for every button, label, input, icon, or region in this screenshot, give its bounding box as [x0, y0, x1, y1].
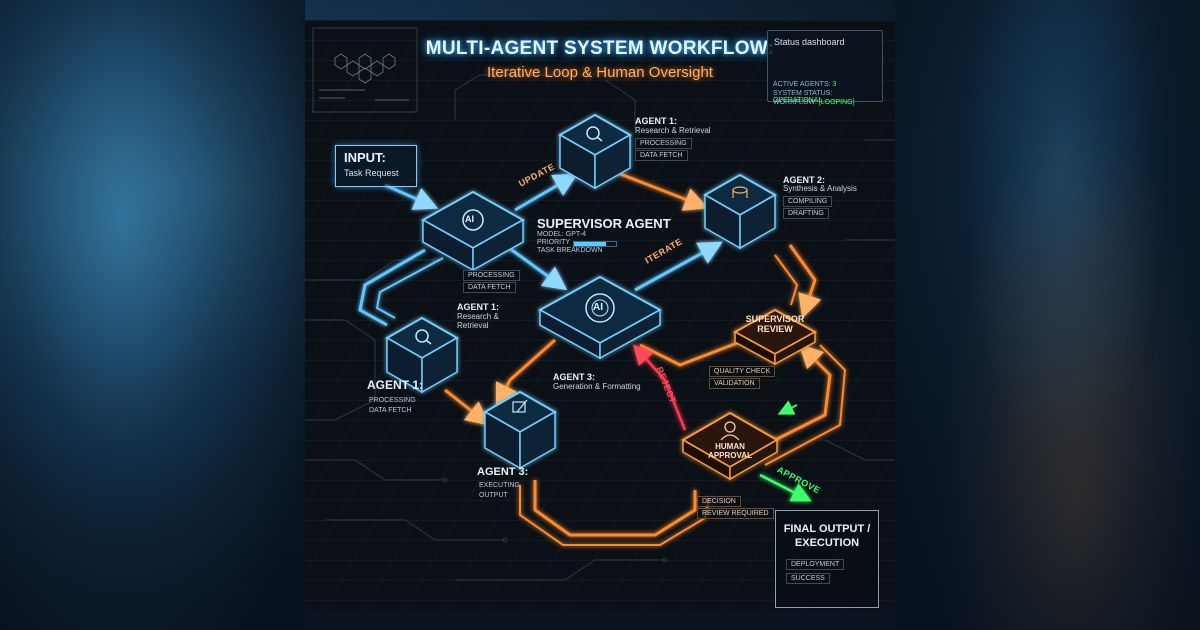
agent1-left-subtitle-2: Retrieval	[457, 321, 489, 330]
agent1-top-subtitle: Research & Retrieval	[635, 126, 711, 135]
supervisor-chip-ai-label: AI	[465, 214, 474, 224]
approval-tag-decision: DECISION	[697, 496, 741, 507]
orange-flows	[444, 168, 847, 546]
agent2-title: AGENT 2:	[783, 175, 826, 185]
hexagon-illustration	[312, 27, 418, 113]
input-box[interactable]: INPUT: Task Request	[335, 145, 417, 187]
human-approval-node[interactable]	[680, 411, 780, 481]
chip-to-agent3-line	[495, 338, 556, 409]
supervisor-tag-processing: PROCESSING	[463, 270, 520, 281]
background-blur-right	[895, 0, 1200, 630]
agent1-left-node[interactable]	[384, 316, 460, 394]
supervisor-tag-data-fetch: DATA FETCH	[463, 282, 516, 293]
agent3-big-title: AGENT 3:	[477, 466, 529, 478]
supervisor-to-chip-line	[504, 243, 568, 291]
review-label-1: SUPERVISOR	[745, 314, 805, 324]
left-loop-line	[358, 248, 426, 327]
final-title-1: FINAL OUTPUT /	[783, 523, 871, 535]
agent1-left-tag-data-fetch: DATA FETCH	[369, 407, 412, 414]
review-tag-quality-check: QUALITY CHECK	[709, 366, 776, 377]
status-dashboard: Status dashboard ACTIVE AGENTS: 3 SYSTEM…	[767, 30, 883, 106]
input-subtitle: Task Request	[344, 168, 399, 178]
final-title-2: EXECUTION	[794, 537, 860, 549]
final-output-box[interactable]: FINAL OUTPUT / EXECUTION DEPLOYMENT SUCC…	[775, 510, 879, 608]
agent2-to-review-line	[788, 244, 822, 319]
approve-arrow	[759, 473, 812, 502]
chip-to-agent2-line	[634, 241, 723, 292]
diagram-canvas	[305, 20, 895, 610]
agent3-subtitle: Generation & Formatting	[553, 382, 641, 391]
agent2-subtitle: Synthesis & Analysis	[783, 184, 857, 193]
approval-label-1: HUMAN	[715, 442, 745, 451]
approval-tag-review-required: REVIEW REQUIRED	[697, 508, 774, 519]
supervisor-agent-node[interactable]	[420, 190, 526, 272]
supervisor-review-node[interactable]	[732, 308, 818, 366]
system-status-label: SYSTEM STATUS:	[773, 90, 833, 97]
agent1-to-agent2-line	[609, 168, 709, 211]
approval-to-review-line	[754, 343, 832, 452]
agent2-tag-compiling: COMPILING	[783, 196, 833, 207]
agent1-top-node[interactable]	[557, 113, 633, 190]
system-status-value: OPERATIONAL	[773, 97, 823, 104]
workflow-diagram-panel: MULTI-AGENT SYSTEM WORKFLOW: Iterative L…	[305, 20, 895, 610]
supervisor-model: MODEL: GPT-4	[537, 231, 587, 238]
supervisor-title: SUPERVISOR AGENT	[537, 216, 671, 231]
supervisor-task: TASK BREAKDOWN	[537, 247, 603, 254]
active-agents-label: ACTIVE AGENTS:	[773, 81, 831, 88]
priority-bar-fill	[574, 242, 606, 246]
review-tag-validation: VALIDATION	[709, 378, 760, 389]
reject-arrow	[632, 344, 687, 431]
agent1-top-tag-processing: PROCESSING	[635, 138, 692, 149]
active-agents-value: 3	[832, 81, 837, 88]
background-blur-left	[0, 0, 305, 630]
agent1-left-title: AGENT 1:	[457, 302, 500, 312]
workflow-label: WORKFLOW:	[773, 99, 817, 106]
supervisor-to-agent1-line	[514, 173, 578, 212]
page-title: MULTI-AGENT SYSTEM WORKFLOW:	[425, 38, 775, 59]
system-status-row: SYSTEM STATUS: OPERATIONAL	[773, 90, 882, 104]
priority-bar	[573, 241, 617, 247]
center-ai-chip-node[interactable]	[537, 275, 663, 360]
agent2-node[interactable]	[702, 173, 778, 250]
agent1-top-tag-data-fetch: DATA FETCH	[635, 150, 688, 161]
circuit-traces	[305, 74, 895, 581]
agent3-title: AGENT 3:	[553, 372, 596, 382]
active-agents-row: ACTIVE AGENTS: 3	[773, 81, 836, 88]
agent2-tag-drafting: DRAFTING	[783, 208, 829, 219]
approval-label-2: APPROVAL	[708, 451, 752, 460]
blue-flows	[358, 173, 723, 327]
agent3-tag-output: OUTPUT	[479, 492, 508, 499]
workflow-row: WORKFLOW: [LOOPING]	[773, 99, 855, 106]
approve-small-arrow	[777, 400, 798, 415]
final-tag-deployment: DEPLOYMENT	[786, 559, 845, 570]
final-tag-success: SUCCESS	[786, 573, 830, 584]
page-subtitle: Iterative Loop & Human Oversight	[487, 64, 713, 81]
status-dashboard-title: Status dashboard	[774, 37, 845, 47]
review-label-2: REVIEW	[757, 324, 793, 334]
agent1-left-big-title: AGENT 1:	[367, 378, 424, 392]
input-to-supervisor-line	[384, 183, 439, 210]
agent1-left-tag-processing: PROCESSING	[369, 397, 416, 404]
agent3-to-approval-line	[533, 480, 697, 537]
agent1-top-title: AGENT 1:	[635, 116, 678, 126]
workflow-value: [LOOPING]	[818, 99, 855, 106]
agent3-node[interactable]	[482, 390, 558, 470]
input-title: INPUT:	[344, 150, 386, 165]
agent1-left-subtitle-1: Research &	[457, 312, 499, 321]
center-chip-ai-label: AI	[593, 302, 603, 313]
agent1-to-agent3-line	[444, 388, 491, 426]
supervisor-priority: PRIORITY	[537, 239, 571, 246]
agent3-tag-executing: EXECUTING	[479, 482, 520, 489]
